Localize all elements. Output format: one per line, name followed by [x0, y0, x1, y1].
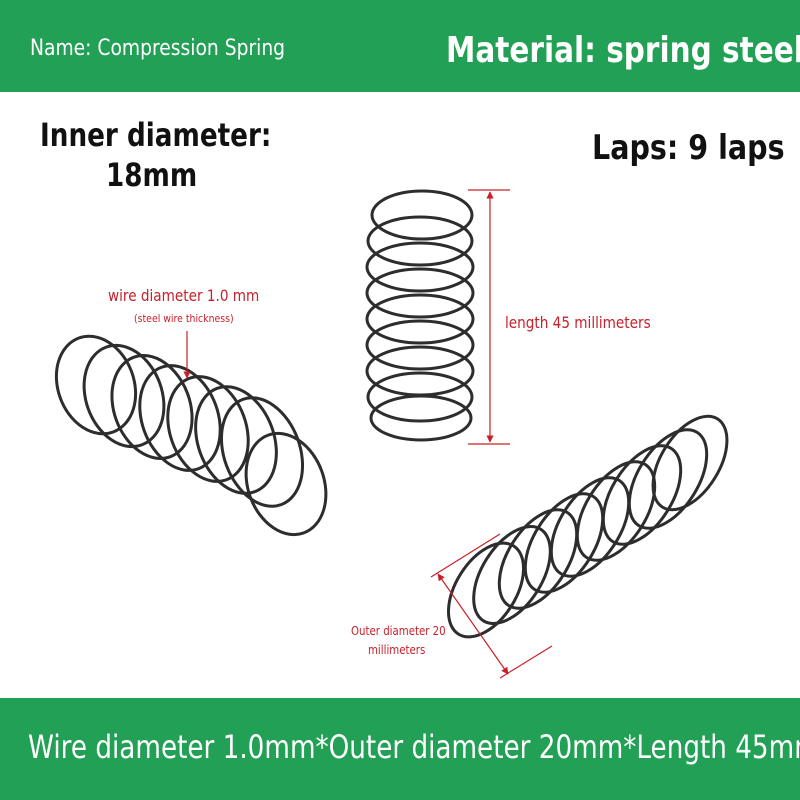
bottom-banner — [0, 698, 800, 800]
spec-summary: Wire diameter 1.0mm*Outer diameter 20mm*… — [28, 728, 800, 766]
wire-thickness-note: (steel wire thickness) — [134, 312, 234, 325]
material-label: Material: spring steel — [446, 30, 800, 71]
product-name: Name: Compression Spring — [30, 36, 286, 61]
inner-diameter-value: 18mm — [106, 156, 198, 194]
right-spring — [446, 414, 729, 639]
length-dimension — [468, 189, 510, 445]
outer-diameter-annotation-unit: millimeters — [368, 643, 426, 657]
left-spring — [54, 334, 328, 537]
top-banner — [0, 0, 800, 92]
wire-diameter-annotation: wire diameter 1.0 mm — [108, 286, 260, 305]
length-annotation: length 45 millimeters — [505, 313, 651, 332]
inner-diameter-label: Inner diameter: — [40, 116, 272, 154]
outer-diameter-annotation: Outer diameter 20 — [351, 624, 446, 638]
laps-label: Laps: 9 laps — [592, 128, 785, 168]
outer-diameter-dimension — [430, 533, 553, 679]
vertical-spring — [365, 189, 475, 442]
